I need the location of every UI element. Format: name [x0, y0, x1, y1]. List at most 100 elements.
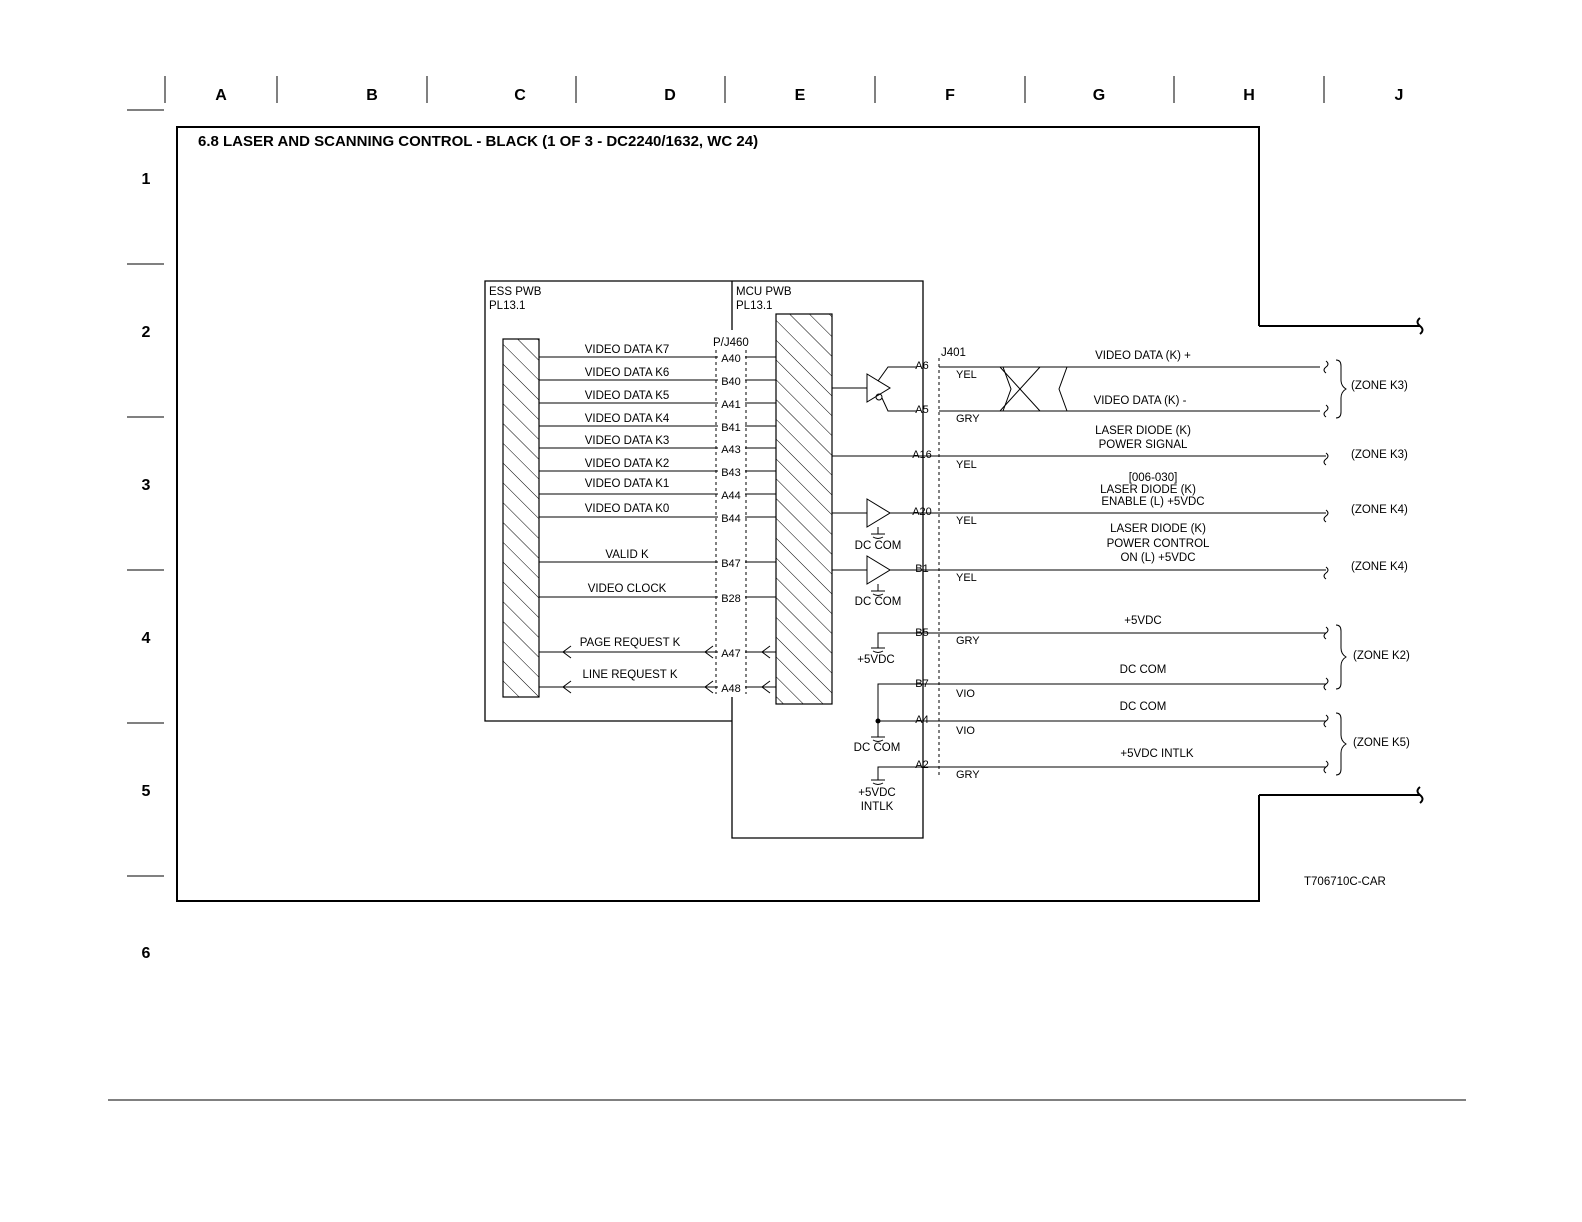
pin-label: A44 [721, 490, 741, 502]
pin-label: B43 [721, 467, 741, 479]
pin-label: B1 [915, 563, 928, 575]
column-label: G [1093, 87, 1105, 104]
pj460-label: P/J460 [713, 337, 749, 349]
zone-label: (ZONE K5) [1353, 737, 1410, 749]
signal-label: POWER CONTROL [1107, 538, 1210, 550]
signal-label: +5VDC INTLK [1120, 748, 1194, 760]
column-label: E [795, 87, 806, 104]
pin-label: A5 [915, 404, 928, 416]
mcu-pwb-label: MCU PWB [736, 286, 792, 298]
ess-pwb-board: ESS PWB PL13.1 MCU PWB PL13.1 [484, 280, 924, 839]
ground-labels: DC COM DC COM +5VDC DC COM +5VDC INTLK [854, 540, 902, 813]
left-pin-labels: A40 B40 A41 B41 A43 B43 A44 B44 B47 B28 … [718, 351, 745, 695]
signal-label: VIDEO DATA K0 [585, 503, 670, 515]
signal-label: DC COM [1120, 664, 1167, 676]
pin-label: A16 [912, 449, 932, 461]
left-signal-labels: VIDEO DATA K7 VIDEO DATA K6 VIDEO DATA K… [580, 344, 681, 681]
column-label: J [1395, 87, 1404, 104]
signal-label: LASER DIODE (K) [1100, 484, 1196, 496]
pin-label: B41 [721, 422, 741, 434]
pin-label: A43 [721, 444, 741, 456]
pin-label: B47 [721, 558, 741, 570]
wire-color: YEL [956, 369, 977, 381]
page-title: 6.8 LASER AND SCANNING CONTROL - BLACK (… [198, 133, 758, 150]
wire-color-labels: YEL GRY YEL YEL YEL GRY VIO VIO GRY [956, 369, 980, 781]
pin-label: A47 [721, 648, 741, 660]
column-label: B [366, 87, 378, 104]
signal-label: ENABLE (L) +5VDC [1101, 496, 1204, 508]
signal-label: VALID K [605, 549, 649, 561]
figure-id: T706710C-CAR [1304, 876, 1386, 888]
wire-end-marks [1323, 360, 1329, 774]
signal-label: VIDEO DATA K4 [585, 413, 670, 425]
ground-label: DC COM [855, 596, 902, 608]
j401-label: J401 [941, 347, 966, 359]
wire-color: GRY [956, 635, 980, 647]
zone-braces [1335, 359, 1347, 776]
supply-label: INTLK [861, 801, 894, 813]
zone-label: (ZONE K4) [1351, 561, 1408, 573]
mcu-pwb-ref: PL13.1 [736, 300, 772, 312]
pin-label: B40 [721, 376, 741, 388]
pin-label: A40 [721, 353, 741, 365]
supply-label: +5VDC [858, 787, 895, 799]
ground-label: DC COM [855, 540, 902, 552]
signal-label: DC COM [1120, 701, 1167, 713]
signal-label: VIDEO DATA (K) - [1094, 395, 1187, 407]
signal-label: LASER DIODE (K) [1095, 425, 1191, 437]
zone-label: (ZONE K2) [1353, 650, 1410, 662]
supply-label: +5VDC [857, 654, 894, 666]
right-wires [832, 455, 1326, 785]
signal-label: PAGE REQUEST K [580, 637, 681, 649]
pin-label: A20 [912, 506, 932, 518]
row-label: 5 [142, 783, 151, 800]
row-grid: 1 2 3 4 5 6 [127, 109, 164, 962]
differential-driver [832, 366, 1320, 412]
mcu-connector-block [775, 313, 833, 705]
signal-label: VIDEO DATA (K) + [1095, 350, 1191, 362]
right-signal-labels: VIDEO DATA (K) + VIDEO DATA (K) - LASER … [1094, 350, 1210, 760]
wire-color: VIO [956, 725, 975, 737]
row-label: 6 [142, 945, 151, 962]
ess-pwb-label: ESS PWB [489, 286, 542, 298]
signal-label: VIDEO DATA K3 [585, 435, 670, 447]
signal-label: +5VDC [1124, 615, 1161, 627]
zone-label: (ZONE K3) [1351, 380, 1408, 392]
signal-label: VIDEO CLOCK [588, 583, 667, 595]
zone-label: (ZONE K3) [1351, 449, 1408, 461]
ess-connector-block [502, 338, 540, 698]
wire-color: YEL [956, 515, 977, 527]
row-label: 2 [142, 324, 151, 341]
wire-color: VIO [956, 688, 975, 700]
pin-label: B28 [721, 593, 741, 605]
row-label: 3 [142, 477, 151, 494]
row-label: 1 [142, 171, 151, 188]
signal-label: VIDEO DATA K5 [585, 390, 670, 402]
signal-label: VIDEO DATA K1 [585, 478, 670, 490]
pin-label: B44 [721, 513, 741, 525]
pin-label: A41 [721, 399, 741, 411]
zone-label: (ZONE K4) [1351, 504, 1408, 516]
pin-label: A2 [915, 759, 928, 771]
right-pin-labels: A6 A5 A16 A20 B1 B5 B7 A4 A2 [912, 360, 932, 771]
zone-labels: (ZONE K3) (ZONE K3) (ZONE K4) (ZONE K4) … [1351, 380, 1410, 749]
column-label: C [514, 87, 526, 104]
column-grid: A B C D E F G H J [164, 76, 1404, 104]
row-label: 4 [142, 630, 151, 647]
pin-label: A48 [721, 683, 741, 695]
wire-color: YEL [956, 572, 977, 584]
wire-color: GRY [956, 769, 980, 781]
ground-label: DC COM [854, 742, 901, 754]
wire-color: YEL [956, 459, 977, 471]
signal-label: VIDEO DATA K6 [585, 367, 670, 379]
wire-color: GRY [956, 413, 980, 425]
column-label: A [215, 87, 227, 104]
diagram-frame [176, 126, 1424, 902]
column-label: H [1243, 87, 1255, 104]
pin-label: A4 [915, 714, 928, 726]
signal-label: ON (L) +5VDC [1120, 552, 1195, 564]
signal-label: LASER DIODE (K) [1110, 523, 1206, 535]
ess-pwb-ref: PL13.1 [489, 300, 525, 312]
fault-code: [006-030] [1129, 472, 1178, 484]
